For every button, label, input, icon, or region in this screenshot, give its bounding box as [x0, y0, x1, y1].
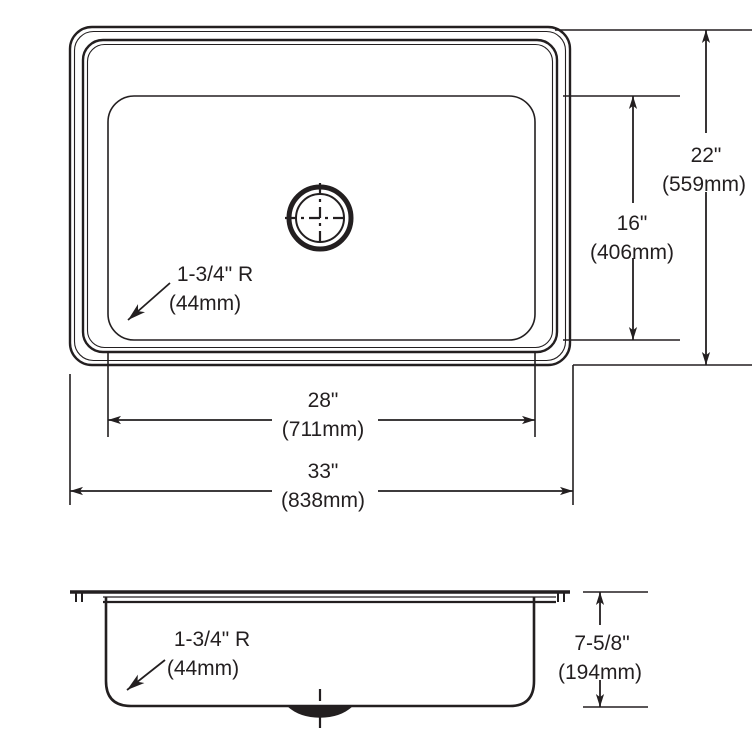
corner-radius-leader-line-side — [126, 659, 166, 691]
top-view-outer-rim-inner-line — [73, 30, 567, 362]
dim-16in-imperial-label: 16" — [617, 212, 648, 235]
dim-33in-imperial-label: 33" — [308, 460, 339, 483]
top-view-inner-rim-inner-line — [86, 43, 554, 349]
top-view-dimensions: 16" (406mm) 22" (559mm) 28" (711mm) 33" … — [69, 29, 752, 512]
dim-33in-metric-label: (838mm) — [281, 489, 365, 512]
top-view: 1-3/4" R (44mm) — [68, 25, 572, 367]
dim-depth-imperial-label: 7-5/8" — [574, 632, 629, 655]
dim-depth-metric-label: (194mm) — [558, 661, 642, 684]
corner-radius-top-imperial-label: 1-3/4" R — [177, 263, 253, 286]
top-view-outer-rim — [68, 25, 572, 367]
corner-radius-side-metric-label: (44mm) — [167, 657, 239, 680]
corner-radius-top-metric-label: (44mm) — [169, 292, 241, 315]
corner-radius-leader-line-top — [127, 282, 171, 321]
side-view-dimensions: 7-5/8" (194mm) — [558, 591, 648, 708]
dim-28in-metric-label: (711mm) — [282, 418, 364, 441]
dim-16in-metric-label: (406mm) — [590, 241, 674, 264]
dim-28in-imperial-label: 28" — [308, 389, 339, 412]
dim-22in-imperial-label: 22" — [691, 144, 722, 167]
top-view-bowl-outline — [107, 95, 536, 341]
corner-radius-side-imperial-label: 1-3/4" R — [174, 628, 250, 651]
top-view-inner-rim — [81, 38, 559, 354]
side-view: 1-3/4" R (44mm) — [70, 590, 570, 730]
dim-22in-metric-label: (559mm) — [662, 173, 746, 196]
